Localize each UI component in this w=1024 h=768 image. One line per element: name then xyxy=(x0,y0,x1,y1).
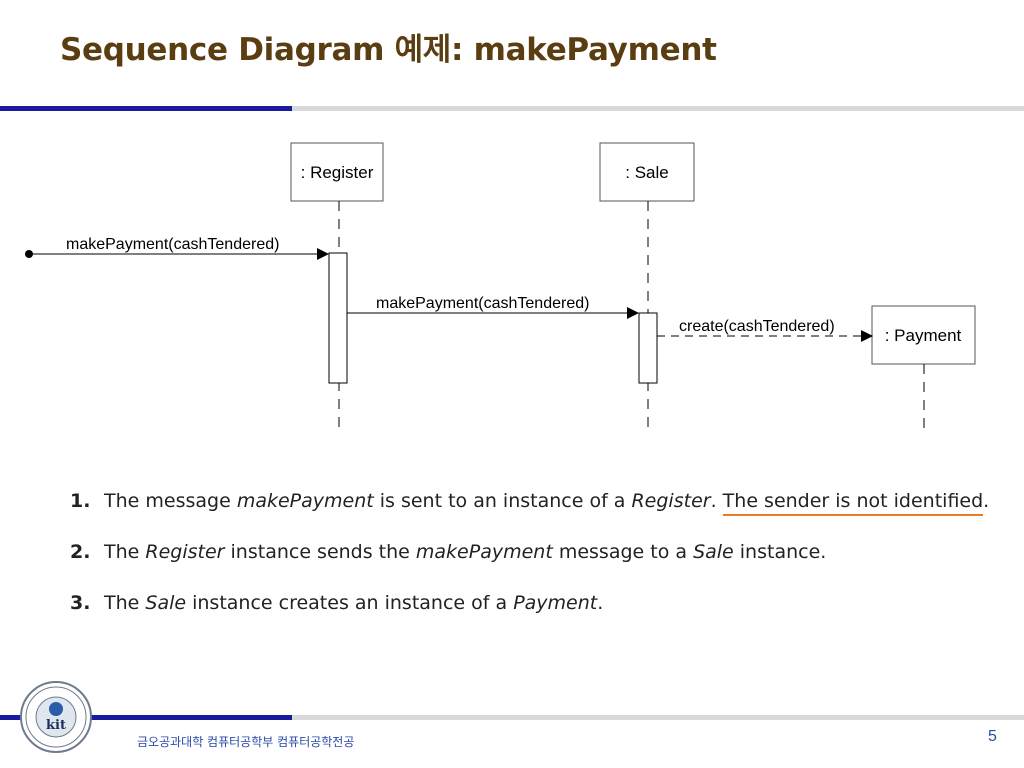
note-highlight: The sender is not identified xyxy=(722,490,984,516)
footer-divider xyxy=(292,715,1024,720)
lifeline-label-register: : Register xyxy=(301,163,374,182)
note-text: . xyxy=(983,490,990,512)
university-seal-logo: kit xyxy=(20,681,92,753)
footer-department: 금오공과대학 컴퓨터공학부 컴퓨터공학전공 xyxy=(137,735,355,749)
activation-bar-register xyxy=(328,252,348,384)
title-divider xyxy=(292,106,1024,111)
list-item: 3. The Sale instance creates an instance … xyxy=(70,592,989,643)
lifeline-label-sale: : Sale xyxy=(625,163,668,182)
note-text: . xyxy=(597,592,604,614)
note-emphasis: Register xyxy=(145,541,225,563)
note-emphasis: Register xyxy=(631,490,711,512)
note-text: instance sends the xyxy=(224,541,416,563)
activation-bar-sale xyxy=(638,312,658,384)
note-emphasis: Sale xyxy=(145,592,187,614)
list-number: 3. xyxy=(70,592,91,614)
title-divider-accent xyxy=(0,106,292,111)
list-number: 1. xyxy=(70,490,91,512)
explanation-list: 1. The message makePayment is sent to an … xyxy=(70,490,989,643)
lifeline-box-payment xyxy=(871,305,976,365)
note-text: . xyxy=(710,490,723,512)
note-emphasis: makePayment xyxy=(415,541,553,563)
slide-title: Sequence Diagram 예제: makePayment xyxy=(60,32,717,68)
sequence-diagram: : Register : Sale : Payment makePayment(… xyxy=(25,142,976,436)
note-text: The xyxy=(104,541,146,563)
message-label-2: makePayment(cashTendered) xyxy=(376,295,589,312)
lifeline-label-payment: : Payment xyxy=(885,326,962,345)
footer-divider-accent xyxy=(0,715,292,720)
message-label-1: makePayment(cashTendered) xyxy=(66,236,279,253)
note-text: The xyxy=(104,592,146,614)
page-number: 5 xyxy=(988,728,997,745)
list-number: 2. xyxy=(70,541,91,563)
svg-text:kit: kit xyxy=(46,718,66,733)
note-text: The message xyxy=(104,490,237,512)
lifeline-box-register xyxy=(290,142,384,202)
note-emphasis: Payment xyxy=(513,592,598,614)
list-item: 2. The Register instance sends the makePa… xyxy=(70,541,989,592)
note-text: instance. xyxy=(733,541,827,563)
note-emphasis: Sale xyxy=(693,541,734,563)
message-label-3: create(cashTendered) xyxy=(679,318,835,335)
lifeline-box-sale xyxy=(599,142,695,202)
note-emphasis: makePayment xyxy=(236,490,374,512)
list-item: 1. The message makePayment is sent to an … xyxy=(70,490,989,541)
note-text: instance creates an instance of a xyxy=(186,592,514,614)
note-text: is sent to an instance of a xyxy=(373,490,632,512)
note-text: message to a xyxy=(552,541,694,563)
